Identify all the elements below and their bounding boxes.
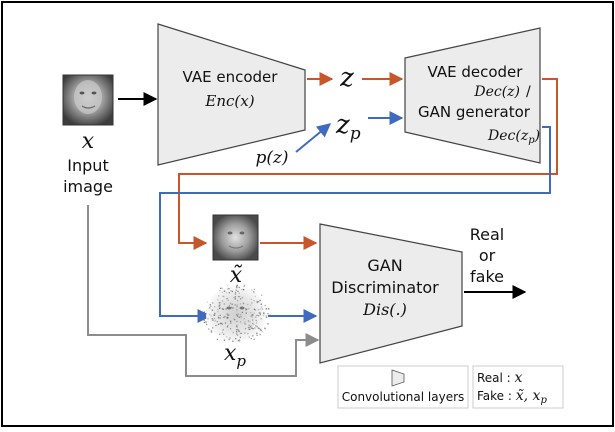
encoder-title: VAE encoder — [183, 68, 279, 86]
output-line1: Real — [470, 225, 505, 244]
arrow-prior-to-zp — [295, 123, 332, 153]
arrow-input-to-discriminator — [87, 205, 320, 377]
sample-symbol: xp — [224, 341, 246, 370]
arrow-decoder-to-recon — [178, 78, 558, 250]
discriminator-title1: GAN — [367, 256, 402, 275]
legend-conv: Convolutional layers — [337, 365, 469, 409]
decoder-title2: GAN generator — [418, 103, 531, 121]
discriminator-func: Dis(.) — [362, 300, 407, 319]
legend-real: Real : x — [477, 370, 523, 386]
encoder-func: Enc(x) — [204, 92, 254, 110]
discriminator-title2: Discriminator — [331, 278, 439, 297]
vae-encoder-block — [157, 23, 306, 166]
input-label-2: image — [63, 177, 113, 196]
decoder-func1: Dec(z) — [473, 84, 520, 100]
vae-decoder-block — [404, 27, 541, 164]
recon-symbol: x̃ — [230, 263, 243, 288]
latent-zp: zp — [335, 110, 361, 144]
legend-real-fake: Real : x Fake : x̃, xp — [472, 365, 564, 409]
decoder-title: VAE decoder — [428, 63, 524, 81]
decoder-slash: / — [526, 84, 531, 100]
output-line3: fake — [470, 267, 504, 286]
prior-label: p(z) — [255, 148, 288, 168]
arrow-generator-to-sample — [159, 126, 551, 323]
decoder-func2: Dec(zp) — [487, 128, 540, 146]
generated-sample-image — [203, 284, 271, 342]
input-symbol: x — [82, 129, 95, 154]
legend-conv-label: Convolutional layers — [342, 390, 465, 404]
gan-discriminator-block — [319, 223, 463, 364]
input-label-1: Input — [67, 156, 108, 175]
conv-layer-icon — [391, 369, 405, 387]
latent-z: z — [339, 63, 354, 93]
legend-fake: Fake : x̃, xp — [477, 388, 547, 406]
output-line2: or — [479, 246, 496, 265]
input-image — [62, 74, 114, 126]
reconstructed-image — [212, 214, 259, 261]
